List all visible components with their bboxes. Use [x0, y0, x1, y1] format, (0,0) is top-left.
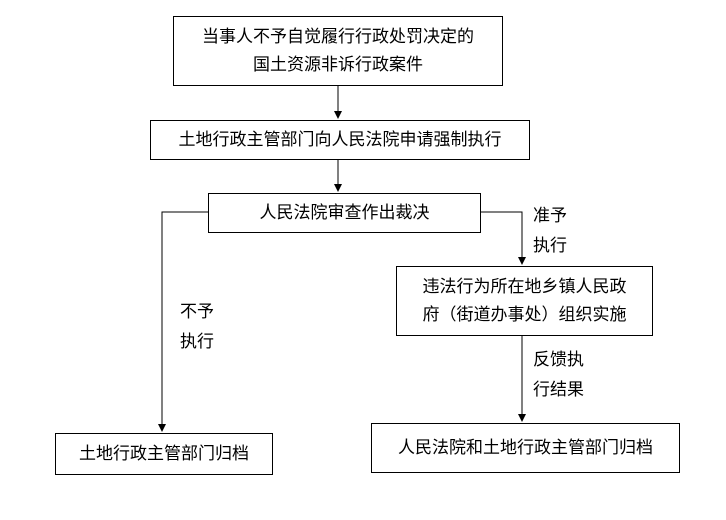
node-implementation-line-2: 府（街道办事处）组织实施 [422, 305, 627, 325]
node-case: 当事人不予自觉履行行政处罚决定的 国土资源非诉行政案件 [173, 16, 503, 86]
node-implementation-line-1: 违法行为所在地乡镇人民政 [422, 277, 627, 297]
edge-label-approve-line-1: 准予 [533, 206, 567, 226]
node-case-line-1: 当事人不予自觉履行行政处罚决定的 [202, 27, 474, 47]
edge-label-reject-line-1: 不予 [180, 302, 214, 322]
edge-label-reject-line-2: 执行 [180, 332, 214, 352]
edge-label-feedback-line-1: 反馈执 [533, 350, 584, 370]
edge-label-reject: 不予 执行 [180, 297, 214, 357]
edge-label-approve-line-2: 执行 [533, 236, 567, 256]
node-right-archive-label: 人民法院和土地行政主管部门归档 [398, 438, 653, 458]
node-court-review-label: 人民法院审查作出裁决 [259, 203, 430, 223]
node-left-archive-label: 土地行政主管部门归档 [79, 444, 249, 464]
edge-label-approve: 准予 执行 [533, 201, 567, 261]
edge-label-feedback-line-2: 行结果 [533, 380, 584, 400]
arrow-review-to-implement [481, 211, 526, 265]
node-case-line-2: 国土资源非诉行政案件 [253, 55, 423, 75]
node-left-archive: 土地行政主管部门归档 [55, 433, 273, 475]
node-right-archive: 人民法院和土地行政主管部门归档 [371, 423, 680, 473]
node-court-review: 人民法院审查作出裁决 [208, 193, 481, 233]
node-apply-enforcement: 土地行政主管部门向人民法院申请强制执行 [150, 120, 530, 160]
node-apply-enforcement-label: 土地行政主管部门向人民法院申请强制执行 [178, 130, 502, 150]
node-implementation: 违法行为所在地乡镇人民政 府（街道办事处）组织实施 [396, 266, 653, 336]
edge-label-feedback: 反馈执 行结果 [533, 345, 584, 405]
arrow-review-to-left-archive [158, 211, 208, 432]
